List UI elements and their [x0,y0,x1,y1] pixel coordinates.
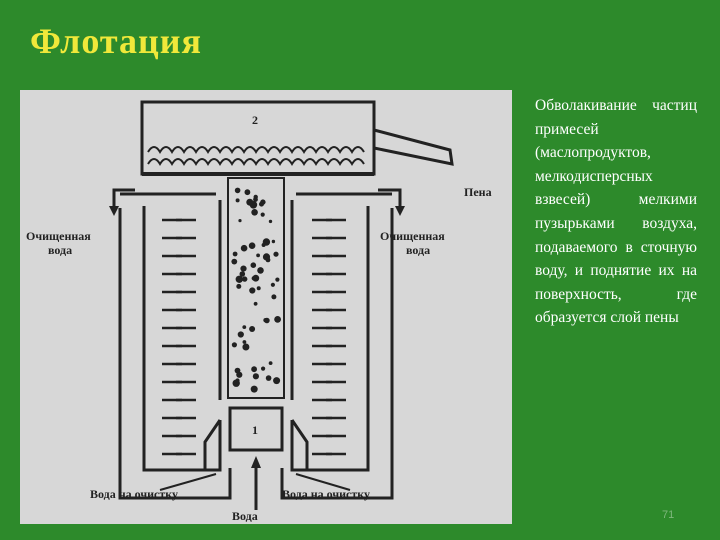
air-bubble [242,276,248,282]
air-bubble [256,286,261,291]
air-bubble [242,343,250,351]
foam-layer [147,146,365,166]
chamber-number-2: 2 [252,113,258,127]
outer-vessel [118,208,394,500]
air-bubble [242,325,247,329]
air-bubble [262,238,271,246]
air-bubble [235,275,243,283]
air-bubble [251,209,258,216]
air-bubble [274,316,281,323]
inlet-left-label: Вода на очистку [90,487,178,501]
chamber-number-1: 1 [252,423,258,437]
air-bubble [268,361,273,365]
page-number: 71 [662,509,675,521]
air-bubble [235,198,240,203]
air-bubble [252,373,259,380]
air-bubble [273,251,279,257]
air-bubble [237,331,244,338]
clean-water-right-label-1: Очищенная [380,229,445,243]
air-bubble [263,318,268,323]
air-bubble [240,265,247,272]
inlet-chamber [228,406,284,452]
air-bubble [273,377,281,385]
air-bubble [232,251,238,257]
inlet-right-label: Вода на очистку [282,487,370,501]
air-bubble [239,271,246,277]
inner-column-left [142,200,222,472]
air-bubble [271,294,277,300]
bottom-water-label: Вода [232,509,258,523]
foam-label: Пена [464,185,492,199]
clean-water-left-label-2: вода [48,243,72,257]
air-bubble [251,366,257,373]
air-bubble [250,262,257,268]
air-bubble [251,276,256,281]
air-bubble [262,253,271,261]
air-bubble [261,366,266,371]
air-bubble [236,283,242,289]
air-bubble [257,267,264,274]
air-bubble [236,371,243,378]
air-bubble [249,326,256,332]
clean-water-left-label-1: Очищенная [26,229,91,243]
clean-water-right-label-2: вода [406,243,430,257]
air-bubble [268,219,273,224]
air-bubble [256,253,260,258]
air-bubble [240,244,248,252]
air-bubble [260,212,265,217]
slide-title: Флотация [30,21,202,61]
air-bubble [253,301,258,306]
water-level-marks [162,218,346,456]
air-bubble [270,282,275,287]
air-bubble [275,277,280,282]
air-bubble [265,375,272,381]
air-bubble [249,287,256,294]
central-column [227,177,285,399]
air-bubble [271,239,276,244]
air-bubble [244,189,251,196]
flotation-diagram: 2 1 Пена Очищенная вода Очищенная вода В… [20,90,512,524]
air-bubble [250,385,258,393]
air-bubble [248,242,256,249]
foam-outlet-pipe [373,128,454,166]
air-bubbles [231,187,281,393]
air-bubble [259,201,264,207]
air-bubble [238,219,242,223]
air-bubble [253,197,258,202]
air-bubble [235,378,240,383]
air-bubble [231,258,238,265]
air-bubble [231,342,237,348]
air-bubble [246,198,254,206]
air-bubble [242,340,247,344]
inner-column-right [290,200,370,472]
air-bubble [234,187,241,194]
description-text: Обволакивание частиц примесей (маслопрод… [535,97,697,327]
